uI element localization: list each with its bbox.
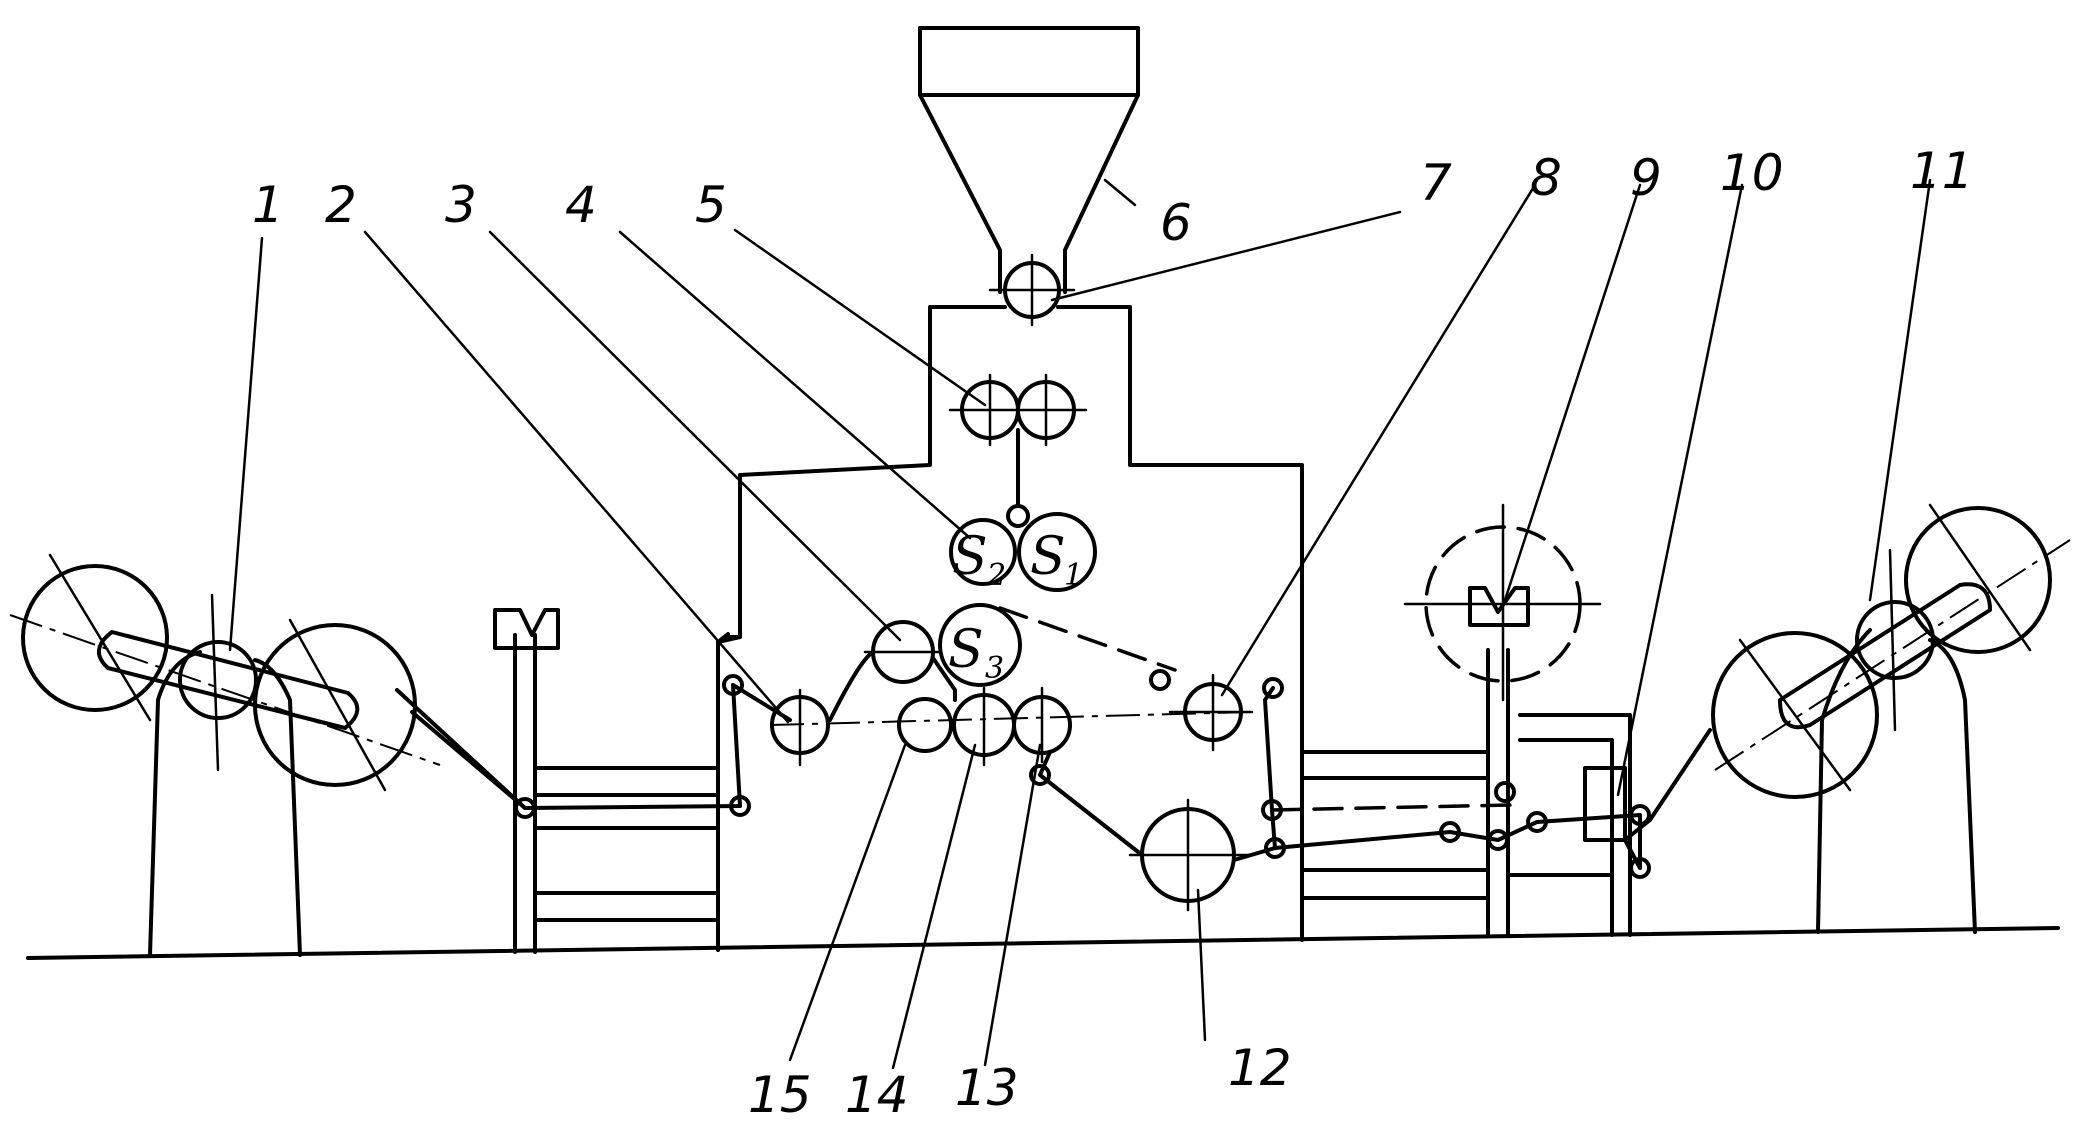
roll-pair-5: [950, 375, 1086, 526]
label-13: 13: [955, 1059, 1019, 1117]
unwind-stand-left: [10, 555, 525, 955]
roll-s3-sub: 3: [985, 651, 1004, 686]
label-6: 6: [1160, 194, 1192, 252]
label-11: 11: [1910, 142, 1974, 200]
label-9: 9: [1630, 149, 1662, 207]
dashed-web-line: [1272, 805, 1510, 810]
floor-line: [28, 928, 2058, 958]
guide-rollers: [516, 671, 1649, 877]
roll-s3: S 3: [940, 605, 1020, 686]
hopper: [920, 28, 1138, 292]
callout-labels: 1 2 3 4 5 6 7 8 9 10 11 12 13 14 15: [252, 142, 1974, 1124]
left-frame: [495, 610, 718, 952]
right-frame: [1302, 588, 1630, 935]
roll-3: [865, 622, 940, 682]
label-14: 14: [845, 1066, 909, 1124]
label-12: 12: [1228, 1039, 1292, 1097]
label-5: 5: [695, 176, 727, 234]
roll-12: [1130, 800, 1250, 910]
web-path-left: [397, 652, 955, 808]
roll-s3-letter: S: [948, 620, 984, 680]
dashed-centerline-upper: [1000, 608, 1175, 670]
machine-body: [718, 307, 1302, 950]
feed-roll-7: [990, 255, 1074, 325]
roll-s1-sub: 1: [1064, 558, 1083, 593]
label-15: 15: [748, 1066, 812, 1124]
lower-rolls: [899, 688, 1070, 765]
label-8: 8: [1530, 149, 1562, 207]
roll-s2-letter: S: [952, 527, 988, 587]
label-4: 4: [565, 176, 597, 234]
rewind-stand-right: [1713, 505, 2070, 932]
label-1: 1: [252, 176, 284, 234]
roll-s2-sub: 2: [986, 558, 1006, 593]
roll-2: [772, 690, 828, 765]
label-3: 3: [445, 176, 477, 234]
label-2: 2: [325, 176, 357, 234]
roll-s1: S 1: [1019, 514, 1095, 593]
label-7: 7: [1420, 154, 1452, 212]
label-10: 10: [1720, 144, 1784, 202]
roll-s1-letter: S: [1030, 527, 1066, 587]
roll-9-dashed: [1405, 505, 1600, 700]
